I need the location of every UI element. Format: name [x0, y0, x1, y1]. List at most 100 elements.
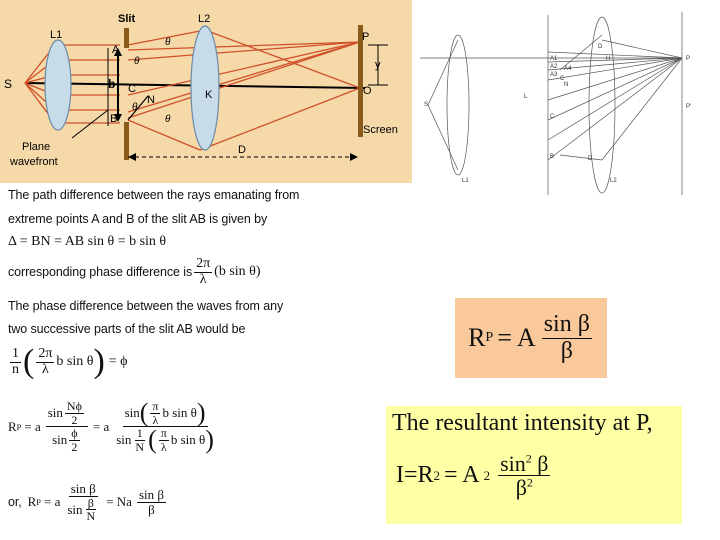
arrow-head-down — [114, 114, 122, 122]
sin-word-2: sin — [52, 432, 68, 448]
arrow-head-up — [114, 48, 122, 56]
label-p: P — [362, 31, 369, 43]
intensity-i-eq-r: I=R — [396, 462, 434, 489]
label-d2: D — [588, 156, 593, 162]
label-n-right: N — [564, 82, 568, 88]
label-a: A — [112, 44, 120, 56]
label-n: N — [147, 94, 155, 106]
label-s-right: S — [424, 102, 428, 108]
sin-word-4: sin — [116, 432, 132, 448]
box-sub: P — [485, 330, 494, 345]
one-2: 1 — [134, 426, 145, 441]
b-sin-theta-3: b sin θ — [170, 432, 206, 448]
wavefront-leader — [71, 109, 109, 139]
intensity-title: The resultant intensity at P, — [392, 410, 653, 436]
single-slit-diagram: S L1 Slit L2 A B C b N K θ θ θ θ P y O S… — [0, 0, 412, 183]
label-p-prime: P' — [686, 104, 691, 110]
pi-2: π — [158, 426, 169, 441]
n-cap: N — [135, 439, 145, 454]
two-2: 2 — [71, 439, 78, 454]
label-plane: Plane — [22, 141, 50, 153]
label-k: K — [205, 89, 213, 101]
path-difference-equation: Δ = BN = AB sin θ = b sin θ — [8, 234, 167, 249]
multi-ray-diagram: S L1 L A1 A2 A3 A4 C C B N H D D L2 P P' — [420, 12, 691, 195]
label-c2: C — [550, 114, 555, 120]
sin-beta-2: sin β — [136, 487, 166, 503]
sq-1: 2 — [433, 467, 441, 483]
intensity-beta-num: β — [537, 451, 549, 476]
label-s: S — [4, 77, 12, 91]
beta-1: β — [85, 495, 96, 511]
bn-segment — [127, 95, 149, 121]
label-theta-n: θ — [132, 102, 138, 113]
label-slit: Slit — [118, 13, 135, 25]
label-wavefront: wavefront — [9, 156, 58, 168]
sin-word-3: sin — [124, 405, 140, 421]
sin-word-1: sin — [47, 405, 63, 421]
rp-sub-2: P — [36, 497, 41, 508]
rp-eq-a-2: = a — [92, 418, 110, 434]
slit-barrier-bottom — [124, 122, 129, 160]
label-c: C — [128, 83, 136, 95]
n-phi: Nϕ — [64, 399, 84, 414]
intensity-sin: sin — [500, 451, 526, 476]
label-y: y — [375, 59, 381, 71]
phi-1: ϕ — [69, 426, 80, 441]
rp-eq-a: = a — [24, 418, 41, 434]
label-b: B — [110, 113, 117, 125]
lens-l1 — [44, 39, 72, 131]
pi-1: π — [150, 399, 161, 414]
label-l2-right: L2 — [610, 178, 617, 184]
label-theta-bottom: θ — [165, 114, 171, 125]
label-theta-a: θ — [134, 56, 140, 67]
lambda: λ — [199, 271, 207, 287]
sq-2: 2 — [483, 467, 491, 483]
lambda-3: λ — [160, 439, 167, 454]
sq-3: 2 — [525, 451, 532, 466]
label-a1: A1 — [550, 56, 558, 62]
sin-beta-1: sin β — [68, 481, 98, 497]
eq-na: = Na — [106, 494, 132, 510]
two-pi: 2π — [194, 256, 213, 273]
lens-l2-right — [588, 16, 616, 194]
label-d1: D — [598, 44, 603, 50]
label-a3: A3 — [550, 72, 558, 78]
two-1: 2 — [71, 412, 78, 427]
label-l-right: L — [524, 94, 528, 100]
rp-sub: P — [16, 421, 22, 432]
distance-arrow-left — [128, 153, 136, 161]
b-sin-theta-inline: b sin θ — [56, 354, 94, 369]
label-a2: A2 — [550, 64, 558, 70]
beta-2: β — [148, 501, 155, 517]
label-p-right: P — [686, 56, 690, 62]
frac-n: n — [12, 361, 19, 377]
label-o: O — [363, 85, 372, 97]
sin-word-5: sin — [67, 501, 83, 517]
phase-prefix: corresponding phase difference is — [8, 265, 193, 280]
b-sin-theta-2: b sin θ — [162, 405, 197, 421]
label-b-right: B — [550, 154, 554, 160]
label-l2: L2 — [198, 13, 210, 25]
lens-l2 — [190, 25, 220, 151]
label-l1-right: L1 — [462, 178, 469, 184]
label-l1: L1 — [50, 29, 62, 41]
rp-r: R — [8, 418, 17, 434]
derivation-line-2: extreme points A and B of the slit AB is… — [8, 212, 268, 226]
intensity-eq-a: = A — [444, 462, 480, 489]
lens-l1-right — [446, 34, 470, 176]
distance-arrow-right — [350, 153, 358, 161]
n-cap-2: N — [86, 509, 96, 524]
label-c1: C — [560, 76, 565, 82]
label-theta-top: θ — [165, 37, 171, 48]
label-width-b: b — [108, 77, 115, 91]
frac-one: 1 — [10, 345, 21, 363]
frac-two-pi: 2π — [36, 345, 55, 363]
slit-barrier-top — [124, 28, 129, 48]
or-label: or, — [8, 495, 22, 510]
